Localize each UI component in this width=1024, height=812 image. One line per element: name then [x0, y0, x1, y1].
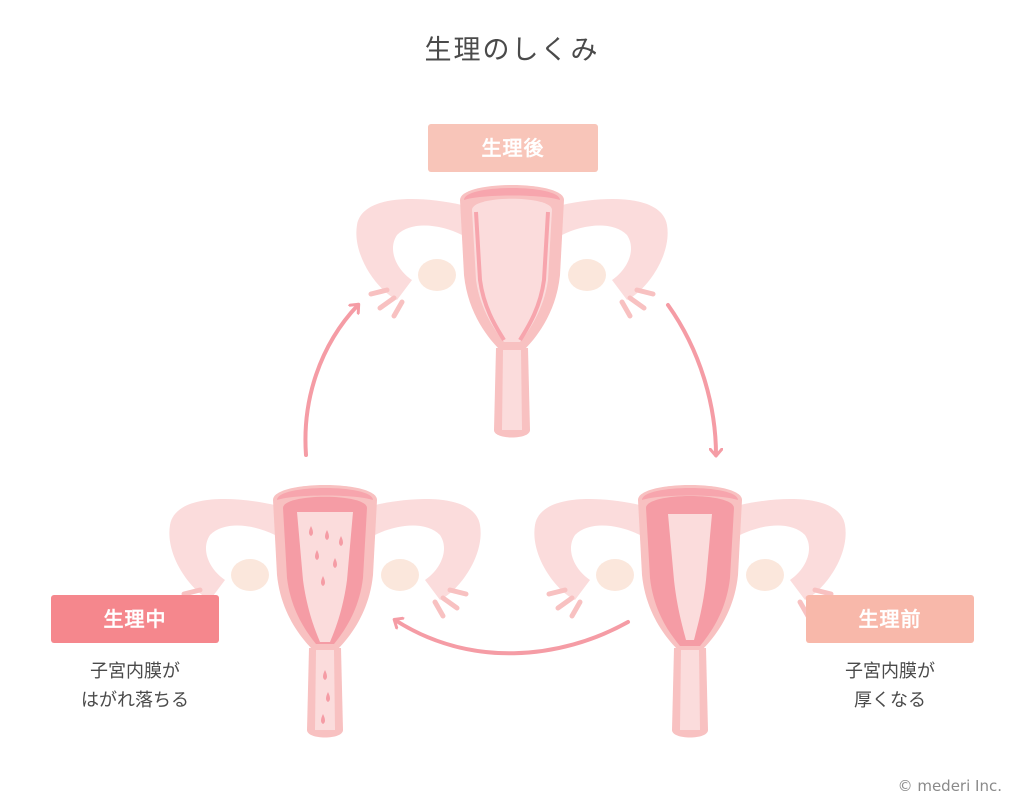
- phase-label-after: 生理後: [428, 124, 598, 172]
- page-title: 生理のしくみ: [424, 35, 600, 66]
- uterus-during: [169, 485, 480, 738]
- description-line: 子宮内膜が: [845, 661, 935, 682]
- phase-description-before: 子宮内膜が 厚くなる: [795, 657, 985, 715]
- copyright: © mederi Inc.: [897, 777, 1002, 795]
- phase-label-before: 生理前: [806, 595, 974, 643]
- uterus-after: [356, 185, 667, 438]
- phase-label-during: 生理中: [51, 595, 219, 643]
- arrow-during-to-after: [303, 305, 358, 457]
- description-line: はがれ落ちる: [81, 690, 189, 711]
- description-line: 厚くなる: [854, 690, 926, 711]
- arrow-after-to-before: [666, 303, 716, 455]
- description-line: 子宮内膜が: [90, 661, 180, 682]
- arrow-before-to-during: [395, 620, 630, 656]
- uterus-before: [534, 485, 845, 738]
- phase-description-during: 子宮内膜が はがれ落ちる: [40, 657, 230, 715]
